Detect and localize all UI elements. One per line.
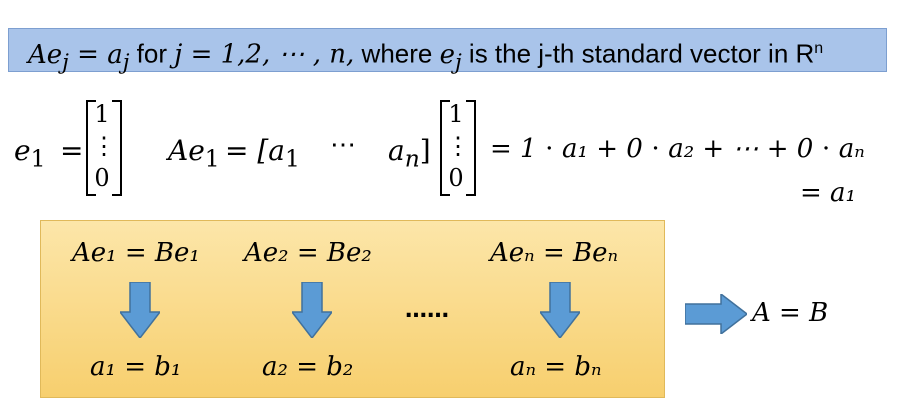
e1-equals: =	[60, 134, 84, 167]
statement-for: for	[129, 38, 175, 69]
matrix-right-bracket	[112, 100, 122, 196]
panel-ellipsis: ……	[405, 298, 449, 323]
statement-tail: is the j-th standard vector in R	[461, 38, 815, 69]
row-dots: ⋯	[330, 130, 356, 160]
top-equation: Aeₙ = Beₙ	[490, 238, 619, 268]
matrix2-right-bracket	[466, 100, 476, 196]
statement-ej: ej	[439, 39, 462, 75]
matrix2-entry: 1	[448, 100, 464, 128]
bottom-equation: a₂ = b₂	[262, 352, 354, 382]
ae1-label: Ae1	[168, 134, 220, 173]
down-arrow-icon	[292, 282, 332, 338]
statement-where: where	[354, 38, 440, 69]
matrix-left-bracket	[86, 100, 96, 196]
matrix-entry: ⋮	[92, 132, 116, 160]
matrix2-entry: 0	[448, 164, 464, 192]
matrix2-left-bracket	[440, 100, 450, 196]
statement-equals: =	[68, 39, 108, 70]
row-an: an]	[388, 134, 431, 173]
matrix-entry: 1	[94, 100, 110, 128]
expansion: = 1 ⋅ a₁ + 0 ⋅ a₂ + ⋯ + 0 ⋅ aₙ	[490, 134, 865, 164]
bottom-equation: aₙ = bₙ	[510, 352, 602, 382]
matrix-entry: 0	[94, 164, 110, 192]
statement-sup: n	[814, 40, 824, 57]
matrix2-entry: ⋮	[446, 132, 470, 160]
top-equation: Ae₁ = Be₁	[72, 238, 200, 268]
e1-label: e1	[14, 134, 46, 173]
bottom-equation: a₁ = b₁	[90, 352, 182, 382]
statement-range: j = 1,2, ⋯ , n,	[174, 39, 355, 70]
statement-lhs: Aej	[28, 39, 69, 75]
expansion-result: = a₁	[800, 178, 856, 208]
down-arrow-icon	[540, 282, 580, 338]
down-arrow-icon	[120, 282, 160, 338]
right-arrow-icon	[685, 294, 747, 334]
row-vector: = [a1	[225, 134, 300, 173]
statement-banner	[8, 28, 887, 72]
top-equation: Ae₂ = Be₂	[244, 238, 372, 268]
statement-rhs: aj	[107, 39, 130, 75]
conclusion: A = B	[752, 298, 829, 328]
statement-text: Aej = aj for j = 1,2, ⋯ , n, where ej is…	[28, 33, 823, 79]
